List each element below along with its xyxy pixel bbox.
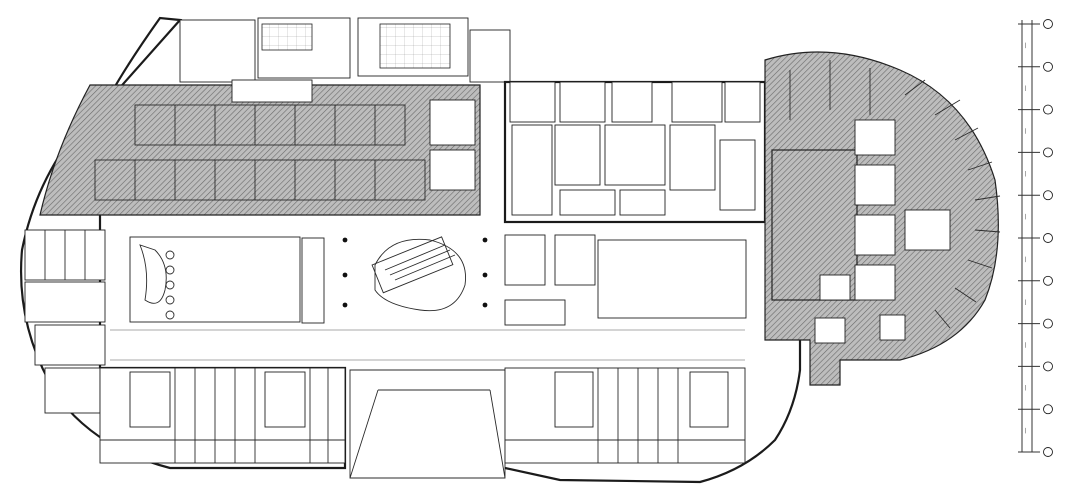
grid-axis: — — — — — — — — — — [1018, 19, 1053, 457]
axis-dimension-label: — [1022, 171, 1029, 177]
axis-dimension-label: — [1022, 299, 1029, 305]
axis-bubble [1043, 61, 1053, 72]
courtyard-planters [139, 244, 175, 320]
axis-dimension-label: — [1022, 214, 1029, 220]
axis-bubble [1043, 19, 1053, 29]
ward-block-right [504, 367, 746, 464]
axis-bubble [1043, 447, 1053, 457]
entrance-canopy [349, 369, 506, 479]
central-core [503, 80, 767, 224]
left-courtyard [129, 236, 301, 323]
right-lower-outline [504, 328, 802, 484]
atrium [342, 236, 488, 312]
desk-rows [94, 104, 426, 201]
axis-bubble [1043, 233, 1053, 243]
axis-dimension-label: — [1022, 428, 1029, 434]
axis-dimension-label: — [1022, 42, 1029, 48]
left-service-rooms [24, 229, 106, 414]
right-courtyard [597, 239, 747, 319]
hatched-office-block [39, 84, 481, 216]
atrium-columns [342, 237, 488, 308]
right-wing-radial-rooms [789, 60, 1001, 329]
axis-dimension-label: — [1022, 385, 1029, 391]
axis-dimension-label: — [1022, 85, 1029, 91]
axis-bubble [1043, 190, 1053, 201]
axis-bubble [1043, 147, 1053, 158]
core-lower-rooms [504, 234, 596, 326]
axis-bubble [1043, 104, 1053, 115]
axis-dimension-label: — [1022, 256, 1029, 262]
axis-bubble [1043, 361, 1053, 372]
axis-dimension-label: — [1022, 342, 1029, 348]
axis-bubble [1043, 404, 1053, 415]
axis-dimension-label: — [1022, 128, 1029, 134]
ward-block-left [99, 367, 346, 464]
office-side-rooms [231, 79, 476, 191]
axis-bubble [1043, 318, 1053, 329]
courtyard-side-rooms [301, 237, 325, 324]
top-rooms-left [179, 17, 511, 83]
axis-bubble [1043, 275, 1053, 286]
right-wing-rooms [814, 119, 951, 344]
